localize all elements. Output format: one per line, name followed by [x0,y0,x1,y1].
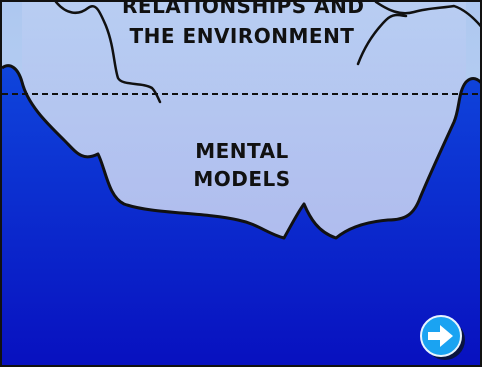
upper-layer-label-line1: RELATIONSHIPS AND [122,0,365,18]
upper-layer-label-line2: THE ENVIRONMENT [129,24,355,48]
iceberg-outline [2,64,480,240]
iceberg-body [22,2,466,238]
mental-models-label-line1: MENTAL [195,139,289,163]
mental-models-label-line2: MODELS [193,167,291,191]
upper-layer-curve-right [356,13,408,66]
upper-layer-curve-far-right [374,2,480,28]
upper-layer-curve-left [54,2,162,104]
right-arrow-icon [420,315,465,360]
water-body [2,65,480,365]
next-slide-button[interactable] [418,315,468,361]
